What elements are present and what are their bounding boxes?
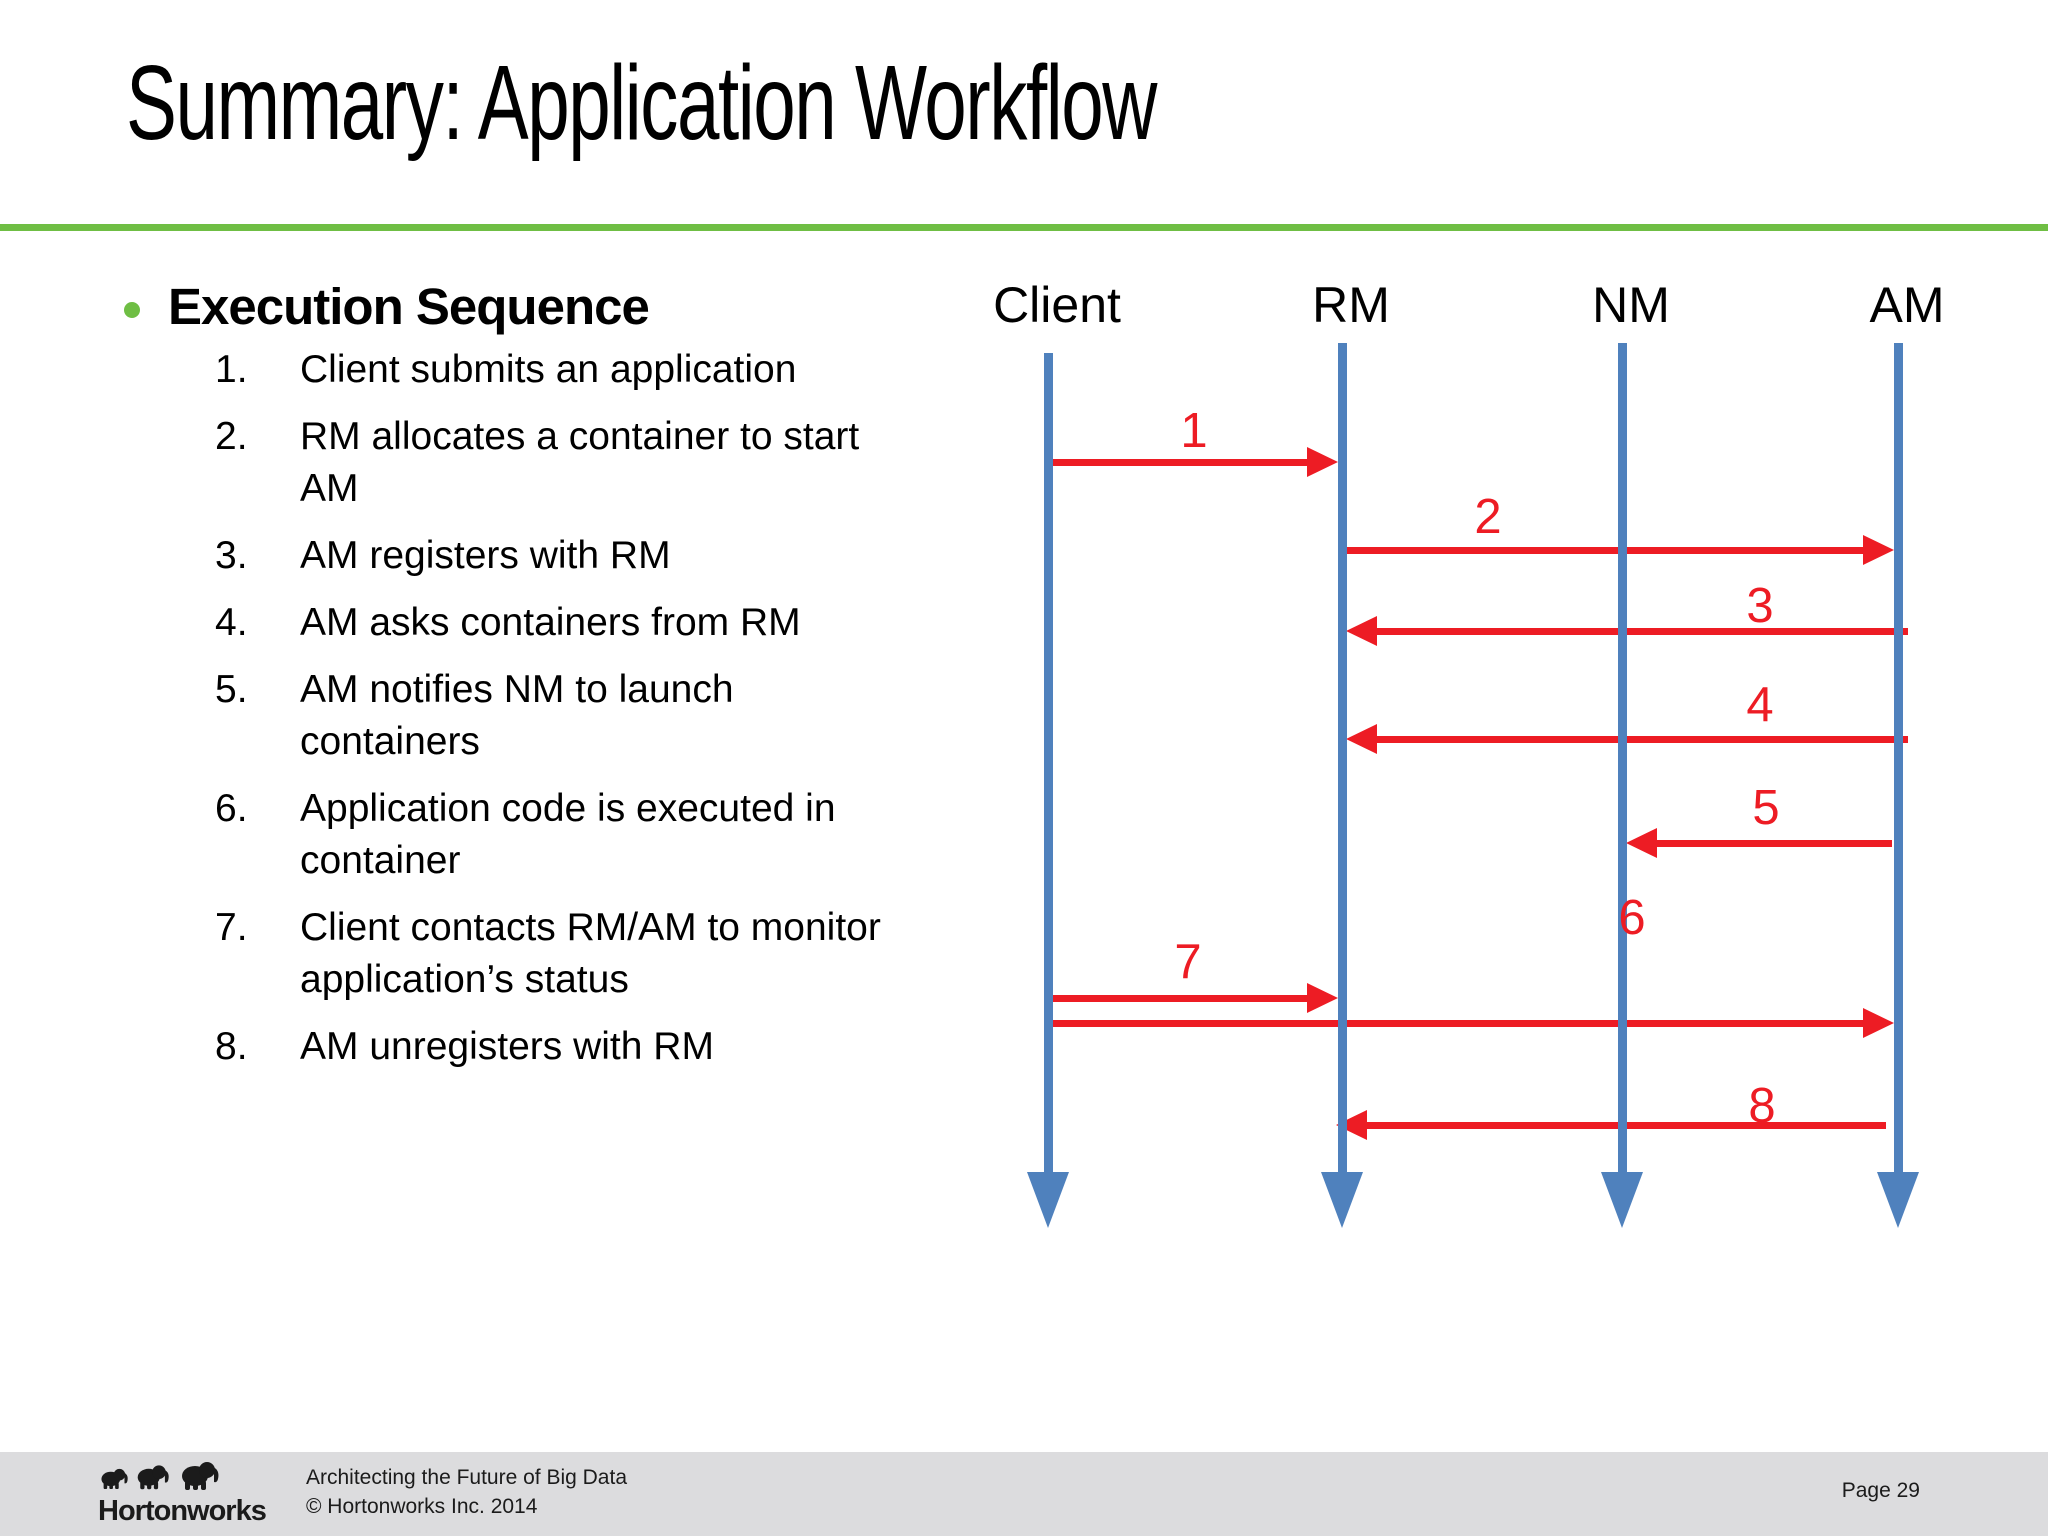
- message-7-arrowhead: [1307, 983, 1338, 1013]
- list-item-number: 5.: [215, 668, 248, 711]
- list-item: 3. AM registers with RM: [215, 530, 1005, 582]
- bullet-icon: [124, 301, 140, 318]
- lifeline-label-nm: NM: [1592, 277, 1670, 333]
- hortonworks-logo: Hortonworks: [98, 1456, 278, 1528]
- execution-heading: Execution Sequence: [168, 278, 650, 335]
- lifeline-arrowhead-am: [1877, 1172, 1919, 1228]
- lifeline-label-am: AM: [1869, 277, 1945, 333]
- list-item: 7. Client contacts RM/AM to monitor appli…: [215, 902, 1005, 1006]
- list-item-number: 7.: [215, 906, 248, 949]
- lifeline-arrowhead-nm: [1601, 1172, 1643, 1228]
- list-item: 5. AM notifies NM to launch containers: [215, 664, 1005, 768]
- message-7-label: 7: [1174, 935, 1202, 989]
- list-item-number: 6.: [215, 787, 248, 830]
- message-1-shaft: [1052, 459, 1311, 466]
- lifeline-line-am: [1894, 343, 1903, 1174]
- lifeline-line-nm: [1618, 343, 1627, 1174]
- list-item: 2. RM allocates a container to start AM: [215, 411, 1005, 515]
- list-item-text: Application code is executed in containe…: [300, 787, 836, 882]
- list-item-text: AM asks containers from RM: [300, 601, 801, 644]
- list-item-text: RM allocates a container to start AM: [300, 415, 860, 510]
- accent-rule: [0, 224, 2048, 231]
- execution-list: 1. Client submits an application 2. RM allo…: [215, 344, 1005, 1088]
- message-4-label: 4: [1746, 678, 1774, 732]
- message-8-arrowhead: [1336, 1110, 1367, 1140]
- footer: Hortonworks Architecting the Future of B…: [0, 1452, 2048, 1536]
- message-3-label: 3: [1746, 579, 1774, 633]
- list-item-text: Client submits an application: [300, 348, 797, 391]
- message-2-shaft: [1346, 547, 1867, 554]
- list-item-number: 1.: [215, 348, 248, 391]
- list-item-text: AM unregisters with RM: [300, 1025, 714, 1068]
- message-2-arrowhead: [1863, 535, 1894, 565]
- list-item-number: 3.: [215, 534, 248, 577]
- footer-copyright: © Hortonworks Inc. 2014: [306, 1495, 538, 1518]
- lifeline-line-client: [1044, 353, 1053, 1174]
- message-2-label: 2: [1474, 490, 1502, 544]
- page-number: Page 29: [1841, 1479, 1920, 1502]
- message-4-shaft: [1373, 736, 1908, 743]
- footer-tagline: Architecting the Future of Big Data: [306, 1466, 627, 1489]
- message-6-label: 6: [1618, 891, 1646, 945]
- message-5-shaft: [1653, 840, 1892, 847]
- message-5-arrowhead: [1626, 828, 1657, 858]
- message-7-shaft: [1052, 995, 1311, 1002]
- elephants-icon: [101, 1462, 219, 1490]
- list-item-number: 4.: [215, 601, 248, 644]
- lifeline-label-rm: RM: [1312, 277, 1390, 333]
- list-item-number: 2.: [215, 415, 248, 458]
- message-1-label: 1: [1180, 404, 1208, 458]
- execution-section-heading: Execution Sequence: [124, 277, 650, 336]
- message-3-shaft: [1373, 628, 1908, 635]
- lifeline-line-rm: [1338, 343, 1347, 1174]
- message-8-label: 8: [1748, 1079, 1776, 1133]
- list-item: 6. Application code is executed in contai…: [215, 783, 1005, 887]
- page-title: Summary: Application Workflow: [126, 44, 1157, 162]
- message-7-second-arrowhead: [1863, 1008, 1894, 1038]
- message-8-shaft: [1363, 1122, 1886, 1129]
- list-item-number: 8.: [215, 1025, 248, 1068]
- list-item-text: Client contacts RM/AM to monitor applica…: [300, 906, 881, 1001]
- list-item: 1. Client submits an application: [215, 344, 1005, 396]
- list-item: 4. AM asks containers from RM: [215, 597, 1005, 649]
- list-item: 8. AM unregisters with RM: [215, 1021, 1005, 1073]
- message-5-label: 5: [1752, 781, 1780, 835]
- footer-text: Architecting the Future of Big Data © Ho…: [306, 1463, 627, 1521]
- lifeline-arrowhead-rm: [1321, 1172, 1363, 1228]
- message-4-arrowhead: [1346, 724, 1377, 754]
- lifeline-label-client: Client: [993, 277, 1121, 333]
- lifeline-arrowhead-client: [1027, 1172, 1069, 1228]
- message-7-second-shaft: [1052, 1020, 1867, 1027]
- list-item-text: AM notifies NM to launch containers: [300, 668, 734, 763]
- message-1-arrowhead: [1307, 447, 1338, 477]
- message-3-arrowhead: [1346, 616, 1377, 646]
- list-item-text: AM registers with RM: [300, 534, 671, 577]
- brand-wordmark: Hortonworks: [98, 1495, 267, 1527]
